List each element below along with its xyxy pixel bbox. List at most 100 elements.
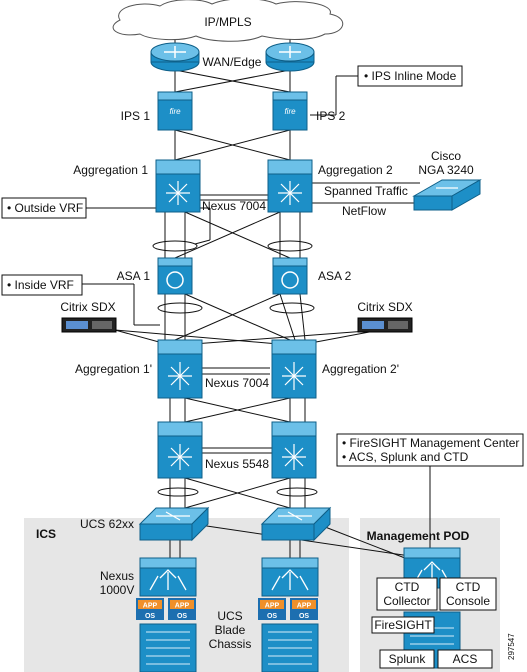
ics-label: ICS xyxy=(36,527,56,541)
ctd-console-box xyxy=(439,577,497,611)
ips-1-label: IPS 1 xyxy=(121,109,151,123)
ctd-collector-line2: Collector xyxy=(383,594,430,608)
nexus-5548-right xyxy=(271,421,317,479)
ctd-console-line1: CTD xyxy=(456,580,481,594)
management-pod-label: Management POD xyxy=(367,529,470,543)
nexus-1000v-left xyxy=(139,557,197,597)
fabric-interconnect-icon xyxy=(156,511,190,521)
ucs-blade-chassis-right xyxy=(261,623,319,672)
router-right xyxy=(265,42,315,72)
connection-lines xyxy=(82,28,431,561)
asa-firewall-icon xyxy=(166,271,184,289)
nexus-switch-icon xyxy=(282,444,306,470)
citrix-appliance-icon xyxy=(362,321,384,329)
virtual-switch-icon xyxy=(271,569,309,591)
acs-label: ACS xyxy=(453,652,478,666)
figure-id: 297547 xyxy=(507,633,516,660)
firesight-box xyxy=(371,616,435,634)
app-label: APP xyxy=(175,603,190,610)
vm-right-1: APP OS xyxy=(258,598,286,620)
nexus-5548-label: Nexus 5548 xyxy=(205,457,269,471)
nga-appliance xyxy=(412,179,482,211)
nexus-7004-top-label: Nexus 7004 xyxy=(202,199,266,213)
asa-2-label: ASA 2 xyxy=(318,269,352,283)
nga-label: NGA 3240 xyxy=(418,163,474,177)
acs-box xyxy=(437,649,493,669)
asa-firewall-icon xyxy=(281,271,299,289)
firesight-label: FireSIGHT xyxy=(374,618,432,632)
inside-vrf-callout xyxy=(1,274,83,296)
splunk-box xyxy=(379,649,435,669)
nexus-switch-icon xyxy=(166,181,190,205)
ips-inline-callout xyxy=(357,65,463,87)
wan-edge-label: WAN/Edge xyxy=(203,55,262,69)
nexus-7004-bottom-label: Nexus 7004 xyxy=(205,376,269,390)
ucs-blade-chassis-left xyxy=(139,623,197,672)
inside-vrf-label: • Inside VRF xyxy=(7,278,74,292)
nexus-switch-icon xyxy=(278,181,302,205)
vm-right-2: APP OS xyxy=(290,598,318,620)
asa-1-firewall xyxy=(157,257,193,295)
virtual-switch-icon xyxy=(149,569,187,591)
virtual-switch-icon xyxy=(413,561,451,585)
aggregation-2b-switch xyxy=(271,339,317,399)
ucs-label-line1: UCS xyxy=(217,609,242,623)
outside-vrf-callout xyxy=(1,197,87,219)
asa-1-label: ASA 1 xyxy=(117,269,151,283)
citrix-sdx-right xyxy=(357,317,413,333)
ip-mpls-cloud: IP/MPLS xyxy=(112,0,343,42)
router-left xyxy=(150,42,200,72)
ucs-62xx-label: UCS 62xx xyxy=(80,517,134,531)
nexus-switch-icon xyxy=(168,362,192,390)
netflow-label: NetFlow xyxy=(342,204,386,218)
aggregation-1b-switch xyxy=(157,339,203,399)
nexus-1000v-label-line1: Nexus xyxy=(100,569,134,583)
fabric-interconnect-icon xyxy=(278,511,312,521)
nexus-switch-icon xyxy=(282,362,306,390)
nexus-5548-left xyxy=(157,421,203,479)
nexus-1000v-right xyxy=(261,557,319,597)
app-label: APP xyxy=(143,603,158,610)
aggregation-2b-label: Aggregation 2' xyxy=(322,362,399,376)
ips-2-device: fire xyxy=(272,91,308,131)
ucs-62xx-left xyxy=(138,506,210,542)
citrix-appliance-icon xyxy=(66,321,88,329)
aggregation-2-label: Aggregation 2 xyxy=(318,163,393,177)
cloud-label: IP/MPLS xyxy=(204,15,251,29)
os-label: OS xyxy=(267,613,277,620)
firesight-callout-line2: • ACS, Splunk and CTD xyxy=(342,450,469,464)
aggregation-1b-label: Aggregation 1' xyxy=(75,362,152,376)
blade-server-icon xyxy=(268,631,312,665)
os-label: OS xyxy=(145,613,155,620)
ctd-collector-box xyxy=(376,577,438,611)
ips-sensor-icon: fire xyxy=(284,107,296,116)
ucs-label-line3: Chassis xyxy=(209,637,252,651)
os-label: OS xyxy=(177,613,187,620)
ucs-62xx-right xyxy=(260,506,332,542)
aggregation-2-switch xyxy=(267,159,313,213)
cisco-label: Cisco xyxy=(431,149,461,163)
os-label: OS xyxy=(299,613,309,620)
blade-server-icon xyxy=(146,631,190,665)
nexus-switch-icon xyxy=(168,444,192,470)
ips-sensor-icon: fire xyxy=(169,107,181,116)
ucs-label-line2: Blade xyxy=(215,623,246,637)
citrix-left-label: Citrix SDX xyxy=(60,300,115,314)
aggregation-1-label: Aggregation 1 xyxy=(73,163,148,177)
spanned-traffic-label: Spanned Traffic xyxy=(324,184,408,198)
ips-2-label: IPS 2 xyxy=(316,109,346,123)
nexus-1000v-label-line2: 1000V xyxy=(100,583,135,597)
router-icon xyxy=(279,46,301,58)
router-icon xyxy=(164,46,186,58)
ctd-console-line2: Console xyxy=(446,594,490,608)
splunk-label: Splunk xyxy=(389,652,427,666)
vm-left-1: APP OS xyxy=(136,598,164,620)
ips-inline-label: • IPS Inline Mode xyxy=(364,69,457,83)
firesight-callout xyxy=(336,433,524,467)
citrix-sdx-left xyxy=(61,317,117,333)
firesight-callout-line1: • FireSIGHT Management Center xyxy=(342,436,519,450)
cloud-icon xyxy=(112,0,343,42)
aggregation-1-switch xyxy=(155,159,201,213)
asa-2-firewall xyxy=(272,257,308,295)
